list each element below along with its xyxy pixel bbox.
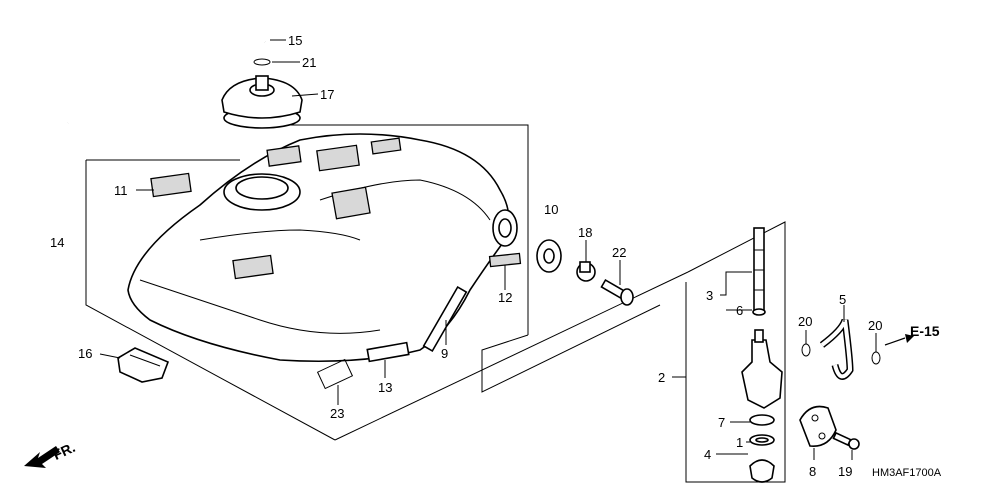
callout-5: 5 — [839, 292, 846, 307]
callout-21: 21 — [302, 55, 316, 70]
grommet-10 — [536, 239, 562, 273]
callout-12: 12 — [498, 290, 512, 305]
clip-20-left — [801, 343, 811, 357]
callout-23: 23 — [330, 406, 344, 421]
callout-15: 15 — [288, 33, 302, 48]
fuel-tank — [127, 133, 518, 363]
callout-7: 7 — [718, 415, 725, 430]
pad-11 — [150, 172, 192, 198]
callout-11: 11 — [114, 183, 128, 198]
front-marker: FR. — [50, 439, 77, 463]
callout-9: 9 — [441, 346, 448, 361]
callout-2: 2 — [658, 370, 665, 385]
callout-10: 10 — [544, 202, 558, 217]
callout-20-right: 20 — [868, 318, 882, 333]
tape-23 — [316, 358, 354, 390]
leader-lines — [99, 39, 914, 460]
pad-12 — [488, 252, 522, 268]
rubber-13 — [366, 341, 410, 363]
fuel-cap — [221, 75, 303, 129]
callout-19: 19 — [838, 464, 852, 479]
fuel-hose — [65, 31, 267, 124]
collar-18 — [576, 261, 596, 282]
diagram-code: HM3AF1700A — [872, 467, 942, 479]
plate-8 — [799, 405, 837, 447]
callout-17: 17 — [320, 87, 334, 102]
callout-8: 8 — [809, 464, 816, 479]
callout-4: 4 — [704, 447, 711, 462]
callout-13: 13 — [378, 380, 392, 395]
callout-18: 18 — [578, 225, 592, 240]
hose-clip — [253, 58, 271, 66]
clip-20-right — [871, 351, 881, 365]
clip-16 — [117, 347, 170, 383]
callout-20-left: 20 — [798, 314, 812, 329]
rubber-9 — [422, 285, 468, 353]
assembly-frame — [85, 124, 786, 483]
fuel-valve — [741, 227, 783, 483]
callout-6: 6 — [736, 303, 743, 318]
front-arrow-icon — [24, 446, 60, 468]
callout-22: 22 — [612, 245, 626, 260]
callout-3: 3 — [706, 288, 713, 303]
bolt-22 — [600, 278, 634, 306]
callout-16: 16 — [78, 346, 92, 361]
callout-1: 1 — [736, 435, 743, 450]
reference-label: E-15 — [910, 323, 940, 339]
screw-19 — [832, 431, 860, 450]
callout-14: 14 — [50, 235, 64, 250]
